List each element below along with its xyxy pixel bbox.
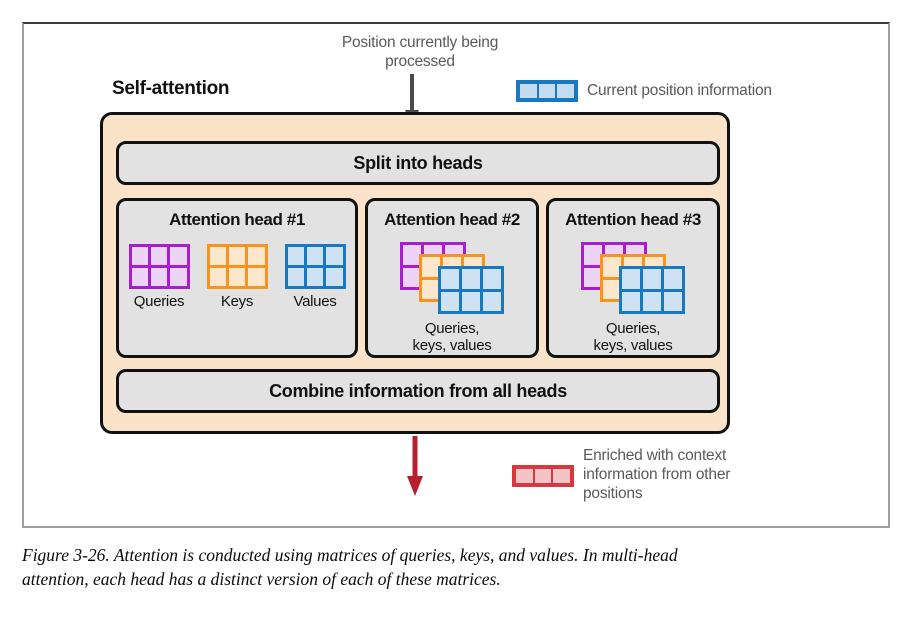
queries-matrix-label: Queries bbox=[133, 293, 185, 310]
head-2-matrices-label: Queries, keys, values bbox=[412, 319, 492, 355]
legend-swatch-cell bbox=[553, 469, 571, 483]
values-matrix bbox=[284, 244, 346, 289]
values-matrix-label: Values bbox=[293, 293, 337, 310]
legend-current-position: Current position information bbox=[516, 80, 772, 102]
keys-matrix bbox=[206, 244, 268, 289]
self-attention-title: Self-attention bbox=[112, 78, 230, 99]
legend-swatch-cell bbox=[538, 84, 556, 98]
head-3-matrices-label: Queries, keys, values bbox=[593, 319, 673, 355]
head-1-matrices: Queries Keys Values bbox=[128, 244, 346, 310]
legend-current-position-label: Current position information bbox=[587, 81, 772, 99]
legend-swatch-red bbox=[512, 465, 574, 487]
figure-caption: Figure 3-26. Attention is conducted usin… bbox=[22, 545, 678, 590]
legend-swatch-cell bbox=[534, 469, 552, 483]
values-matrix bbox=[438, 266, 504, 314]
attention-head-2: Attention head #2 Queries, keys, values bbox=[365, 198, 539, 358]
attention-head-2-title: Attention head #2 bbox=[384, 210, 520, 229]
attention-heads-row: Attention head #1 Queries Keys bbox=[116, 198, 720, 358]
self-attention-panel: Split into heads Attention head #1 Queri… bbox=[100, 112, 730, 434]
legend-enriched-context: Enriched with context information from o… bbox=[512, 447, 730, 504]
head-2-stacked-matrices bbox=[400, 242, 504, 314]
legend-swatch-cell bbox=[557, 84, 575, 98]
queries-matrix-group: Queries bbox=[128, 244, 190, 310]
legend-swatch-cell bbox=[516, 469, 533, 483]
values-matrix-group: Values bbox=[284, 244, 346, 310]
attention-head-1: Attention head #1 Queries Keys bbox=[116, 198, 358, 358]
legend-enriched-label: Enriched with context information from o… bbox=[583, 447, 731, 502]
legend-swatch-cell bbox=[520, 84, 537, 98]
head-3-stacked-matrices bbox=[581, 242, 685, 314]
attention-head-1-title: Attention head #1 bbox=[169, 210, 305, 229]
combine-information-bar: Combine information from all heads bbox=[116, 369, 720, 413]
keys-matrix-label: Keys bbox=[220, 293, 254, 310]
bottom-arrow-icon bbox=[407, 436, 423, 496]
values-matrix bbox=[619, 266, 685, 314]
position-currently-processed-annotation: Position currently being processed bbox=[341, 34, 499, 70]
legend-swatch-blue bbox=[516, 80, 578, 102]
keys-matrix-group: Keys bbox=[206, 244, 268, 310]
attention-head-3-title: Attention head #3 bbox=[565, 210, 701, 229]
split-into-heads-bar: Split into heads bbox=[116, 141, 720, 185]
attention-head-3: Attention head #3 Queries, keys, values bbox=[546, 198, 720, 358]
queries-matrix bbox=[128, 244, 190, 289]
